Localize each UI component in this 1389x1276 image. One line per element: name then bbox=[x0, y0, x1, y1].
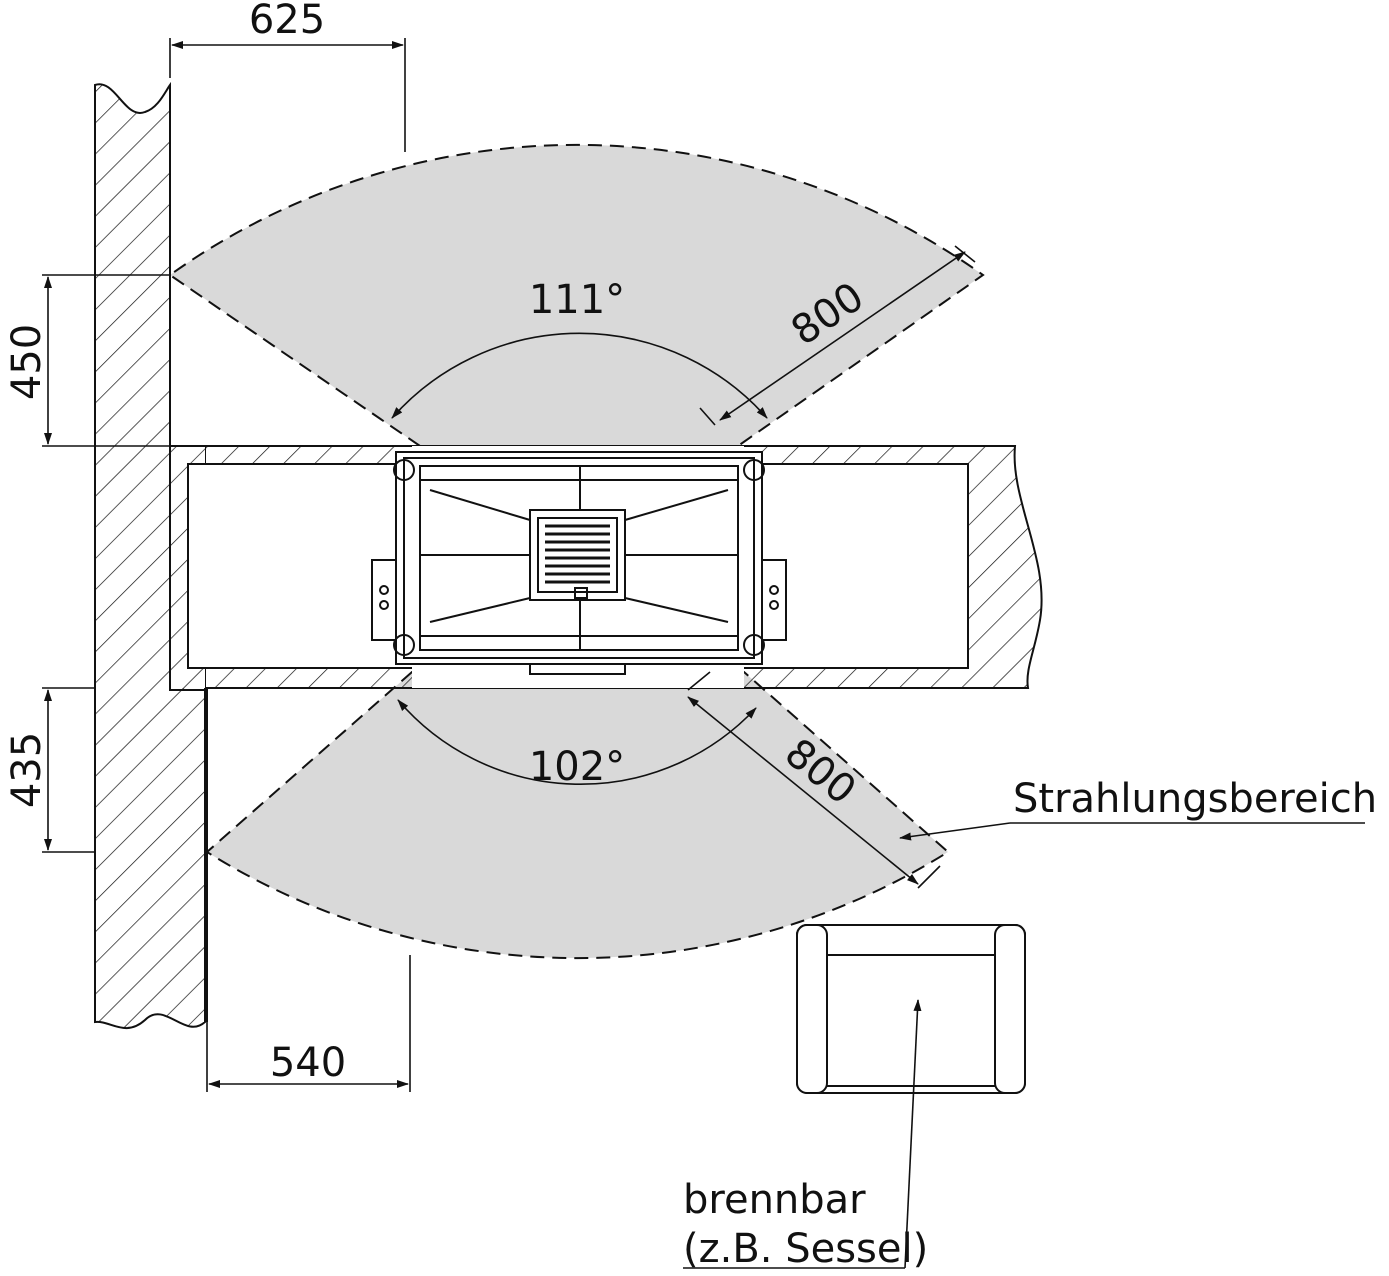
dim-top-angle: 111° bbox=[529, 277, 625, 323]
dim-bottom-height: 435 bbox=[4, 732, 50, 808]
label-radiation-zone: Strahlungsbereich bbox=[1013, 776, 1377, 822]
bottom-radiation-zone bbox=[205, 671, 950, 960]
dim-top-width: 625 bbox=[249, 0, 325, 43]
dim-top-height: 450 bbox=[4, 324, 50, 400]
stove bbox=[371, 451, 787, 675]
dim-bottom-width: 540 bbox=[270, 1040, 346, 1086]
side-wall bbox=[94, 81, 206, 1030]
label-combustible-line2: (z.B. Sessel) bbox=[683, 1226, 928, 1272]
grate-slots bbox=[545, 524, 610, 584]
dim-line-bottom-distance bbox=[687, 696, 919, 885]
dim-line-top-distance bbox=[719, 251, 966, 421]
dim-bottom-angle: 102° bbox=[529, 744, 625, 790]
label-combustible-line1: brennbar bbox=[683, 1177, 866, 1223]
armchair bbox=[796, 924, 1026, 1094]
